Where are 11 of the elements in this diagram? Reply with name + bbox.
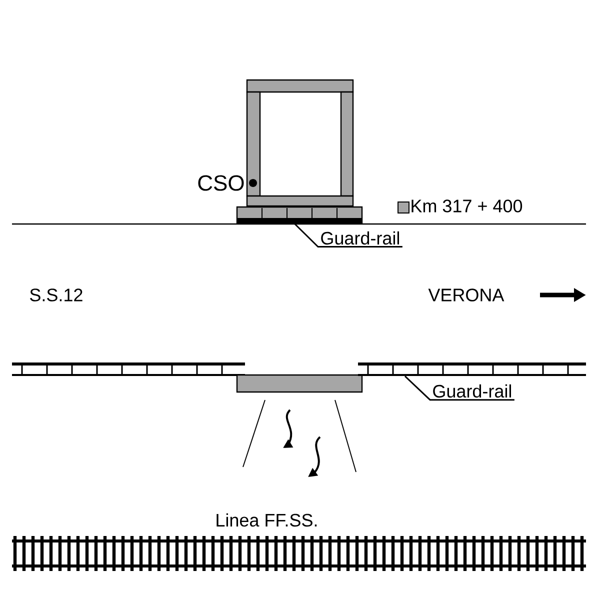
text-label: S.S.12 bbox=[30, 288, 82, 302]
guard-rail bbox=[236, 206, 363, 224]
leader-line bbox=[404, 376, 514, 401]
guard-rail bbox=[358, 362, 586, 376]
text-label: VERONA bbox=[428, 288, 504, 302]
part-label: Guard-rail bbox=[321, 231, 399, 245]
text-label: CSO bbox=[198, 175, 244, 191]
text-label: Km 317 + 400 bbox=[412, 200, 522, 212]
text-label: Linea FF.SS. bbox=[216, 513, 317, 527]
leader-line bbox=[294, 223, 402, 248]
part-label: Guard-rail bbox=[433, 384, 511, 398]
